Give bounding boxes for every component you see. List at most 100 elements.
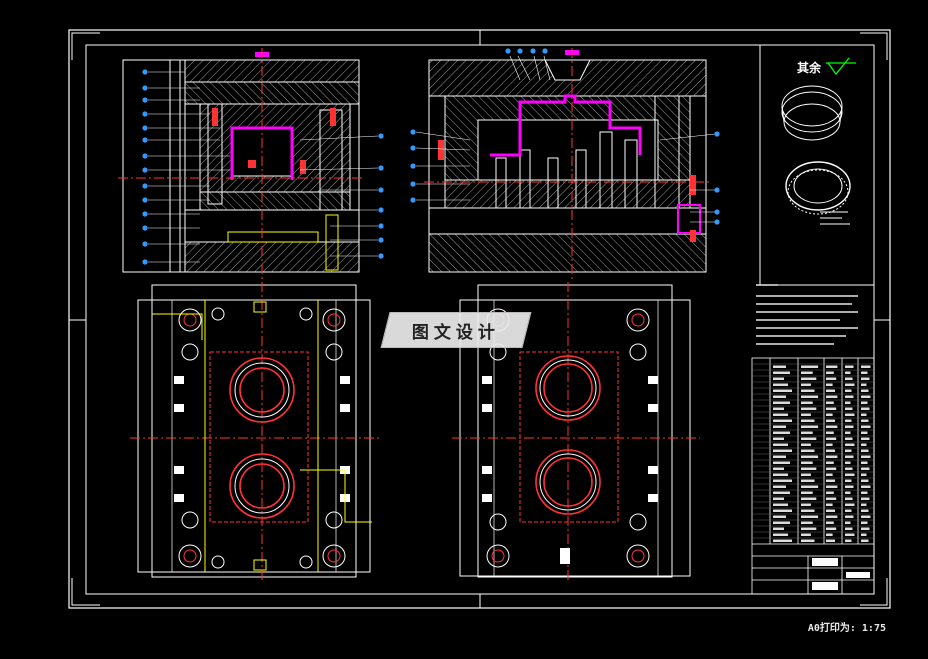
bom-cell-text <box>861 497 870 500</box>
bom-cell-text <box>773 533 788 536</box>
bom-cell-text <box>861 401 868 404</box>
bom-cell-text <box>773 419 792 422</box>
bom-cell-text <box>801 383 811 386</box>
bom-cell-text <box>826 515 838 518</box>
bom-cell-text <box>773 473 788 476</box>
bom-cell-text <box>861 395 871 398</box>
bom-cell-text <box>826 383 833 386</box>
bom-cell-text <box>826 473 833 476</box>
bom-cell-text <box>826 389 835 392</box>
bom-cell-text <box>826 509 835 512</box>
bom-cell-text <box>845 521 851 524</box>
bom-cell-text <box>773 539 792 542</box>
title-block-fills <box>812 558 870 590</box>
bom-cell-text <box>845 377 853 380</box>
bom-cell-text <box>861 503 867 506</box>
bom-cell-text <box>845 371 851 374</box>
bom-cell-text <box>801 533 811 536</box>
bom-cell-text <box>773 491 790 494</box>
bom-cell-text <box>801 395 819 398</box>
bom-cell-text <box>801 461 813 464</box>
bom-cell-text <box>845 419 852 422</box>
bom-cell-text <box>861 377 870 380</box>
bom-cell-text <box>773 527 784 530</box>
bom-cell-text <box>861 467 870 470</box>
bom-cell-text <box>826 443 833 446</box>
bom-cell-text <box>861 521 868 524</box>
bom-cell-text <box>845 479 852 482</box>
bom-cell-text <box>773 425 786 428</box>
bom-cell-text <box>861 539 869 542</box>
bom-cell-text <box>773 455 786 458</box>
bom-cell-text <box>861 425 871 428</box>
bom-cell-text <box>773 449 792 452</box>
bom-cell-text <box>826 407 837 410</box>
bom-cell-text <box>861 479 869 482</box>
bom-cell-text <box>773 371 790 374</box>
surface-finish-mark: 其余 <box>797 57 856 76</box>
bom-cell-text <box>861 455 871 458</box>
bom-cell-text <box>861 449 869 452</box>
bom-cell-text <box>861 533 867 536</box>
bom-cell-text <box>826 437 837 440</box>
bom-cell-text <box>861 413 867 416</box>
bom-cell-text <box>773 515 786 518</box>
bom-cell-text <box>801 485 819 488</box>
bom-cell-text <box>826 413 833 416</box>
bom-cell-text <box>845 497 853 500</box>
bom-cell-text <box>861 491 868 494</box>
bom-cell-text <box>826 395 838 398</box>
bom-cell-text <box>801 407 817 410</box>
left-section-view <box>118 48 384 280</box>
bom-cell-text <box>801 443 811 446</box>
watermark-badge: 图文设计 <box>381 313 531 347</box>
bom-cell-text <box>773 479 792 482</box>
bom-cell-text <box>845 407 853 410</box>
bom-cell-text <box>773 461 790 464</box>
left-plan-view <box>130 282 380 580</box>
bom-cell-text <box>861 407 870 410</box>
bom-cell-text <box>845 389 852 392</box>
bom-cell-text <box>801 365 819 368</box>
bom-cell-text <box>861 509 869 512</box>
drawing-frame <box>68 29 891 609</box>
bom-cell-text <box>773 401 790 404</box>
bom-cell-text <box>801 401 813 404</box>
bom-cell-text <box>773 521 790 524</box>
bom-cell-text <box>861 473 867 476</box>
bom-cell-text <box>801 509 815 512</box>
bom-cell-text <box>861 389 869 392</box>
bom-cell-text <box>826 365 838 368</box>
bom-cell-text <box>826 467 837 470</box>
bom-cell-text <box>801 437 817 440</box>
bom-cell-text <box>826 479 835 482</box>
bom-cell-text <box>801 455 819 458</box>
bom-cell-text <box>826 497 837 500</box>
bom-table <box>751 357 875 595</box>
bom-cell-text <box>845 401 851 404</box>
bom-cell-text <box>845 509 852 512</box>
bom-cell-text <box>773 377 784 380</box>
bom-cell-text <box>773 485 786 488</box>
bom-cell-text <box>826 533 833 536</box>
bom-cell-text <box>845 383 855 386</box>
bom-cell-text <box>861 527 870 530</box>
bom-rows <box>752 363 874 542</box>
bom-cell-text <box>801 491 813 494</box>
bom-cell-text <box>773 365 786 368</box>
bom-cell-text <box>773 407 784 410</box>
bom-cell-text <box>861 371 868 374</box>
bom-cell-text <box>773 437 784 440</box>
bom-cell-text <box>826 431 834 434</box>
bom-cell-text <box>826 449 835 452</box>
bom-cell-text <box>845 527 853 530</box>
bom-cell-text <box>845 491 851 494</box>
bom-cell-text <box>773 503 788 506</box>
part-notes <box>820 211 850 225</box>
bom-cell-text <box>861 443 867 446</box>
bom-cell-text <box>845 539 852 542</box>
bom-cell-text <box>801 419 815 422</box>
bom-cell-text <box>801 479 815 482</box>
bom-cell-text <box>845 425 854 428</box>
